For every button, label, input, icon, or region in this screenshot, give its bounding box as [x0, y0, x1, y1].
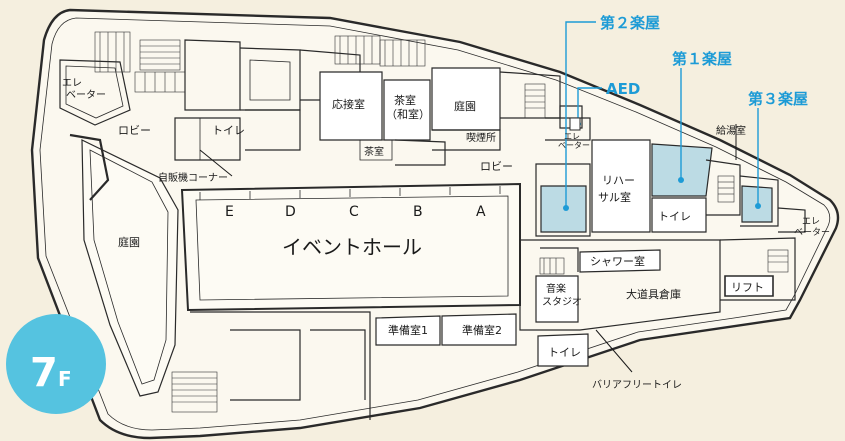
label-prop-storage: 大道具倉庫	[626, 287, 681, 301]
label-toilet-bottom: トイレ	[548, 346, 581, 359]
label-elevator-left-2: ベーター	[66, 89, 106, 101]
label-toilet-top: トイレ	[212, 124, 245, 137]
green-room-1-area	[651, 143, 713, 197]
label-elevator-right-2: ベーター	[794, 227, 830, 238]
label-vending-corner: 自販機コーナー	[158, 171, 228, 184]
label-lobby-right: ロビー	[480, 160, 513, 173]
label-event-hall: イベントホール	[282, 235, 422, 259]
label-prep-room-1: 準備室1	[388, 323, 428, 337]
section-e-label: E	[225, 204, 234, 220]
label-elevator-mid-2: ベーター	[558, 141, 590, 150]
label-tea-room-2: （和室）	[386, 107, 430, 121]
label-garden-top: 庭園	[454, 99, 476, 113]
label-green-room-1: 第１楽屋	[672, 50, 732, 68]
label-smoking-room: 喫煙所	[466, 132, 496, 144]
label-kitchenette: 給湯室	[716, 124, 746, 137]
label-green-room-2: 第２楽屋	[600, 14, 660, 32]
label-rehearsal-2: サル室	[598, 190, 631, 204]
label-barrier-free-toilet: バリアフリートイレ	[592, 379, 682, 391]
section-c-label: C	[349, 204, 359, 220]
label-shower-room: シャワー室	[590, 254, 645, 268]
label-green-room-3: 第３楽屋	[748, 90, 808, 108]
garden-left-area	[81, 139, 179, 397]
section-b-label: B	[413, 204, 423, 220]
label-elevator-mid-1: エレ	[564, 132, 580, 141]
label-prep-room-2: 準備室2	[462, 323, 502, 337]
floor-badge: 7 F	[6, 314, 106, 414]
label-elevator-right-1: エレ	[802, 217, 820, 227]
label-tea-room-1: 茶室	[394, 93, 416, 107]
label-music-studio-1: 音楽	[546, 282, 566, 295]
label-reception-room: 応接室	[332, 97, 365, 111]
floor-number: 7	[30, 350, 58, 396]
label-rehearsal-1: リハー	[602, 174, 635, 187]
label-toilet-right: トイレ	[658, 210, 691, 223]
leader-lines	[199, 21, 761, 373]
label-tea-room-small: 茶室	[364, 145, 384, 158]
label-lift: リフト	[731, 281, 764, 294]
label-lobby-left: ロビー	[118, 124, 151, 137]
label-elevator-left-1: エレ	[62, 78, 82, 89]
section-a-label: A	[476, 204, 486, 220]
label-music-studio-2: スタジオ	[542, 296, 582, 308]
floor-suffix: F	[58, 367, 72, 391]
section-d-label: D	[285, 204, 296, 220]
aed-icon	[569, 117, 581, 131]
label-garden-left: 庭園	[118, 235, 140, 249]
label-aed: AED	[606, 80, 640, 98]
